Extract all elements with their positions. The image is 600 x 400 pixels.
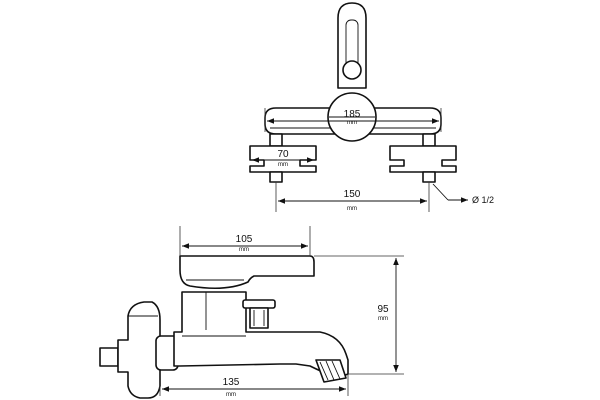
dimension-105-value: 105: [236, 234, 253, 245]
spout-top: [337, 2, 367, 89]
connection-size-callout: Ø 1/2: [432, 183, 494, 205]
dimension-105-unit: mm: [239, 247, 249, 253]
dimension-105: 105 mm: [179, 226, 311, 256]
dimension-95-value: 95: [377, 304, 389, 315]
dimension-185-unit: mm: [347, 120, 357, 126]
dimension-150-unit: mm: [347, 206, 357, 212]
diverter-knob: [242, 299, 276, 329]
mixer-body-side: [173, 291, 349, 379]
top-view: 185 mm 70 mm 150 mm Ø 1/2: [249, 2, 494, 212]
spout-tip-side: [315, 359, 347, 383]
right-flange-top: [389, 145, 457, 183]
dimension-135: 135 mm: [159, 374, 349, 398]
dimension-70-value: 70: [277, 149, 289, 160]
dimension-95: 95 mm: [314, 255, 404, 375]
dimension-135-value: 135: [223, 377, 240, 388]
dimension-185: 185 mm: [264, 108, 442, 132]
dimension-70-unit: mm: [278, 162, 288, 168]
connection-size-label: Ø 1/2: [472, 195, 494, 205]
dimension-150: 150 mm: [275, 182, 430, 212]
dimension-135-unit: mm: [226, 392, 236, 398]
dimension-185-value: 185: [344, 109, 361, 120]
wall-flange-side: [99, 301, 179, 399]
lever-handle: [179, 255, 315, 290]
s-unions-top: [269, 133, 436, 147]
side-view: 105 mm 95 mm 135 mm: [99, 226, 404, 399]
dimension-150-value: 150: [344, 189, 361, 200]
dimension-95-unit: mm: [378, 316, 388, 322]
dimension-70: 70 mm: [252, 149, 314, 168]
